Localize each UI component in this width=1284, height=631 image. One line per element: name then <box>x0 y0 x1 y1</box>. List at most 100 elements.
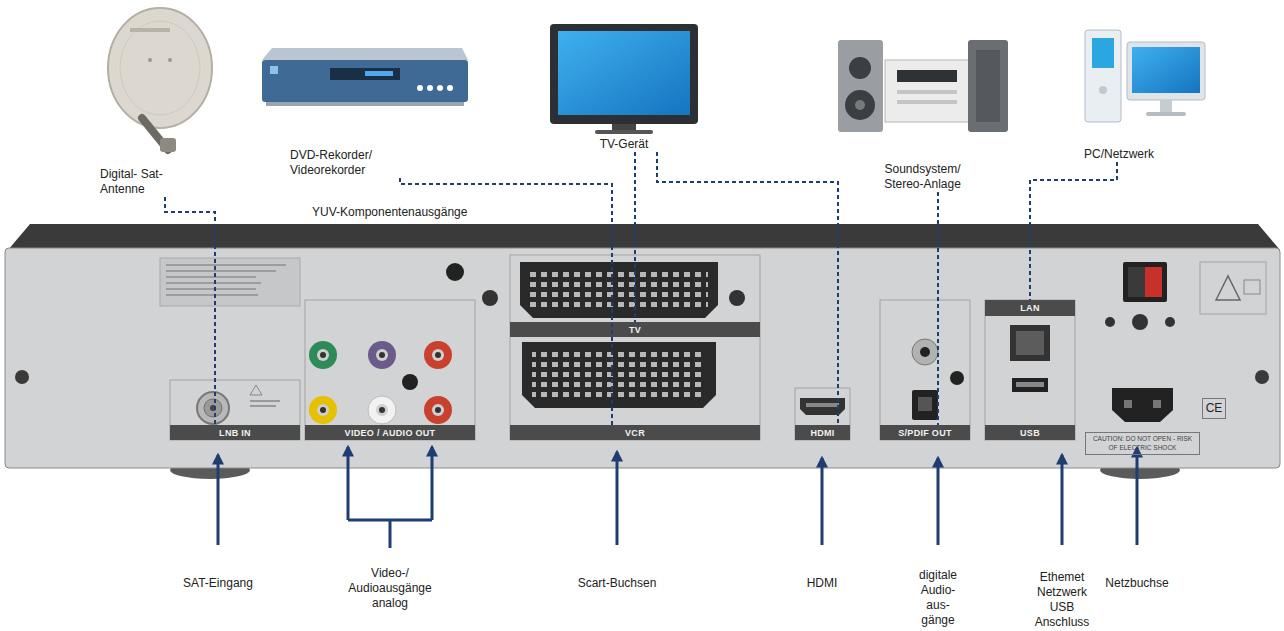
sat-antenna-icon-part <box>120 21 200 115</box>
tv-icon <box>550 24 698 134</box>
dashed-connector <box>165 197 215 425</box>
ce-mark: CE <box>1202 398 1226 419</box>
spdif-sockets-part <box>912 339 938 365</box>
dvd-recorder-icon-part <box>427 85 433 91</box>
spdif-sockets-part <box>920 347 930 357</box>
device-label: PC/Netzwerk <box>1084 147 1184 162</box>
pointer-arrows-part <box>348 519 432 522</box>
rca-connectors-part <box>435 352 441 358</box>
pc-icon-part <box>1160 100 1172 112</box>
scart-sockets-part <box>530 268 708 310</box>
stereo-icon-part <box>897 70 957 82</box>
pointer-arrows-part <box>389 520 392 548</box>
scart-sockets-part <box>520 262 718 318</box>
rca-connectors-part <box>317 349 329 361</box>
type-plate-part <box>166 264 286 266</box>
dashed-connector <box>400 178 612 425</box>
rca-connectors-part <box>424 396 452 424</box>
section-label: YUV-Komponentenausgänge <box>312 205 482 220</box>
power-section-part <box>1244 280 1260 294</box>
stereo-icon-part <box>845 90 875 120</box>
pointer-arrows <box>218 447 1137 548</box>
scart-sockets-part <box>532 350 706 400</box>
stereo-icon-part <box>849 57 871 79</box>
socket-label-band: TV <box>510 322 760 337</box>
socket-label-band: LNB IN <box>170 425 300 440</box>
pointer-arrows-part <box>217 455 220 545</box>
recorder-node: DVD-Rekorder/ Videorekorder <box>255 45 470 178</box>
receiver-body-part <box>446 263 464 281</box>
power-section-part <box>1153 400 1161 408</box>
dvd-recorder-icon-part <box>262 60 468 102</box>
tv-icon-part <box>612 124 636 130</box>
rca-connectors-part <box>376 404 388 416</box>
rca-connectors-part <box>320 352 326 358</box>
lan-usb-sockets <box>985 300 1075 440</box>
lnb-connector-part <box>210 405 216 411</box>
callout-label: digitale Audio- aus- gänge <box>913 568 963 628</box>
stereo-icon-part <box>897 100 957 104</box>
socket-label: USB <box>1020 428 1040 438</box>
sat-antenna-icon-part <box>130 28 170 32</box>
receiver-body-part <box>15 370 29 384</box>
dashed-connector <box>1030 162 1117 300</box>
socket-label: LNB IN <box>219 428 251 438</box>
power-section-part <box>1216 276 1240 300</box>
rca-connectors-part <box>320 407 326 413</box>
dvd-recorder-icon-part <box>417 85 423 91</box>
stereo-icon-part <box>968 40 1008 132</box>
lan-usb-sockets-part <box>1016 382 1044 387</box>
hdmi-socket <box>795 388 850 440</box>
power-section-part <box>1105 317 1115 327</box>
callout-label: HDMI <box>792 576 852 591</box>
hdmi-socket-part <box>795 388 850 440</box>
socket-label-band: S/PDIF OUT <box>880 425 970 440</box>
spdif-sockets-part <box>912 390 938 420</box>
power-section-part <box>1123 262 1167 302</box>
callout-label: USB Anschluss <box>1030 600 1094 630</box>
socket-label: TV <box>629 325 641 335</box>
receiver-body-part <box>8 224 1280 250</box>
dvd-recorder-icon-part <box>437 85 443 91</box>
lnb-connector-part <box>250 400 280 402</box>
rca-connectors <box>305 300 475 440</box>
power-section <box>1105 262 1266 422</box>
socket-label: LAN <box>1020 303 1039 313</box>
dvd-recorder-icon-part <box>266 102 464 106</box>
pc-icon-part <box>1085 30 1121 122</box>
socket-label: HDMI <box>810 428 834 438</box>
type-plate-part <box>166 276 256 278</box>
socket-label: S/PDIF OUT <box>898 428 952 438</box>
lan-usb-sockets-part <box>1024 355 1036 360</box>
rca-connectors-part <box>435 407 441 413</box>
socket-label-band: LAN <box>985 300 1075 316</box>
pc-icon-part <box>1146 112 1186 116</box>
type-plate-part <box>166 288 256 290</box>
power-section-part <box>1112 388 1173 422</box>
dvd-recorder-icon <box>262 48 468 106</box>
callout-label: Netzbuchse <box>1092 576 1182 591</box>
stereo-icon-part <box>855 100 865 110</box>
hdmi-socket-part <box>806 403 839 407</box>
device-label: TV-Gerät <box>574 137 674 152</box>
lan-usb-sockets-part <box>1012 378 1048 392</box>
rca-connectors-part <box>424 341 452 369</box>
callout-label: Scart-Buchsen <box>557 576 677 591</box>
socket-label: VIDEO / AUDIO OUT <box>345 428 436 438</box>
pointer-arrows-part <box>937 458 940 545</box>
dvd-recorder-icon-part <box>262 48 468 60</box>
rca-connectors-part <box>368 341 396 369</box>
rca-connectors-part <box>432 404 444 416</box>
spdif-sockets-part <box>880 300 970 440</box>
caution-text: CAUTION: DO NOT OPEN - RISK OF ELECTRIC … <box>1085 432 1200 455</box>
pc-icon-part <box>1099 86 1107 94</box>
type-plate-part <box>166 294 258 296</box>
socket-label-band: VIDEO / AUDIO OUT <box>305 425 475 440</box>
dvd-recorder-icon-part <box>365 71 393 76</box>
stereo-icon-part <box>976 50 1000 122</box>
socket-label-band: USB <box>985 425 1075 440</box>
tv-icon-part <box>550 24 698 124</box>
lan-usb-sockets-part <box>1010 325 1050 361</box>
sat-antenna-icon-part <box>108 8 212 128</box>
rca-connectors-part <box>376 349 388 361</box>
